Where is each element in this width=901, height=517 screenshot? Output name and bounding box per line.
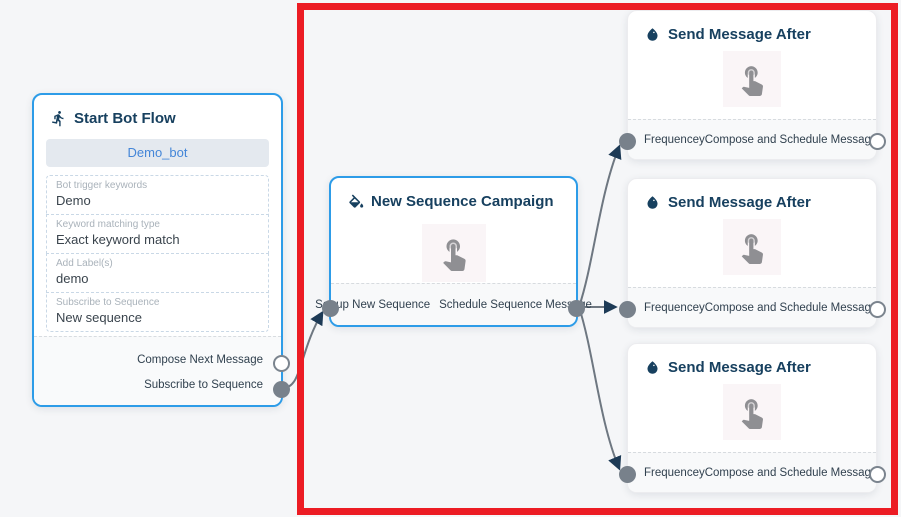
bot-name-button[interactable]: Demo_bot (46, 139, 269, 167)
port-frequency-input[interactable] (619, 133, 636, 150)
water-drop-icon (644, 194, 661, 211)
message-node-title-text: Send Message After (668, 194, 811, 211)
field-value: demo (56, 271, 89, 286)
output-label-compose-and-schedule: Compose and Schedule Message (704, 301, 878, 314)
start-node-field-list: Bot trigger keywords Demo Keyword matchi… (46, 175, 269, 332)
message-node-footer: Frequencey Compose and Schedule Message (628, 287, 878, 327)
output-label-schedule-sequence-message: Schedule Sequence Message (439, 298, 592, 311)
field-label: Add Label(s) (56, 258, 113, 269)
sequence-node-title: New Sequence Campaign (331, 178, 576, 210)
start-node-title: Start Bot Flow (34, 95, 281, 127)
edge-sequence-to-message-3 (578, 306, 622, 471)
node-send-message-after-2[interactable]: Send Message After Frequencey Compose an… (619, 178, 886, 328)
port-sequence-output[interactable] (568, 300, 585, 317)
field-label: Subscribe to Sequence (56, 297, 160, 308)
port-frequency-input[interactable] (619, 466, 636, 483)
tap-hand-icon[interactable] (723, 384, 781, 440)
sequence-node-footer: Set-up New Sequence Schedule Sequence Me… (315, 283, 592, 325)
field-keyword-matching-type[interactable]: Keyword matching type Exact keyword matc… (46, 214, 269, 254)
output-label-compose-next-message: Compose Next Message (137, 354, 263, 366)
field-bot-trigger-keywords[interactable]: Bot trigger keywords Demo (46, 175, 269, 215)
input-label-frequency: Frequencey (644, 133, 705, 146)
input-label-frequency: Frequencey (644, 301, 705, 314)
tap-hand-icon[interactable] (723, 51, 781, 107)
port-compose-schedule-output[interactable] (869, 133, 886, 150)
port-compose-next-message[interactable] (273, 355, 290, 372)
node-new-sequence-campaign[interactable]: New Sequence Campaign Set-up New Sequenc… (315, 176, 592, 327)
input-label-frequency: Frequencey (644, 466, 705, 479)
water-drop-icon (644, 359, 661, 376)
port-frequency-input[interactable] (619, 301, 636, 318)
water-drop-icon (644, 26, 661, 43)
message-node-title-text: Send Message After (668, 26, 811, 43)
field-value: New sequence (56, 310, 142, 325)
node-send-message-after-1[interactable]: Send Message After Frequencey Compose an… (619, 10, 886, 160)
walking-person-icon (50, 110, 67, 127)
field-value: Exact keyword match (56, 232, 180, 247)
message-node-title: Send Message After (628, 179, 876, 211)
message-node-footer: Frequencey Compose and Schedule Message (628, 452, 878, 492)
message-node-title-text: Send Message After (668, 359, 811, 376)
message-node-title: Send Message After (628, 344, 876, 376)
field-value: Demo (56, 193, 91, 208)
start-node-title-text: Start Bot Flow (74, 110, 176, 127)
node-send-message-after-3[interactable]: Send Message After Frequencey Compose an… (619, 343, 886, 493)
start-node-footer: Compose Next Message Subscribe to Sequen… (34, 336, 281, 405)
port-sequence-input[interactable] (322, 300, 339, 317)
output-label-compose-and-schedule: Compose and Schedule Message (704, 133, 878, 146)
port-compose-schedule-output[interactable] (869, 466, 886, 483)
field-subscribe-to-sequence[interactable]: Subscribe to Sequence New sequence (46, 292, 269, 332)
field-add-labels[interactable]: Add Label(s) demo (46, 253, 269, 293)
field-label: Keyword matching type (56, 219, 160, 230)
message-node-title: Send Message After (628, 11, 876, 43)
message-node-footer: Frequencey Compose and Schedule Message (628, 119, 878, 159)
output-label-subscribe-to-sequence: Subscribe to Sequence (144, 379, 263, 391)
tap-hand-icon[interactable] (723, 219, 781, 275)
port-subscribe-to-sequence[interactable] (273, 381, 290, 398)
output-label-compose-and-schedule: Compose and Schedule Message (704, 466, 878, 479)
tap-hand-icon[interactable] (421, 224, 486, 282)
node-start-bot-flow[interactable]: Start Bot Flow Demo_bot Bot trigger keyw… (32, 93, 290, 407)
field-label: Bot trigger keywords (56, 180, 148, 191)
edge-sequence-to-message-1 (578, 144, 622, 308)
output-label-setup-new-sequence: Set-up New Sequence (315, 298, 431, 311)
port-compose-schedule-output[interactable] (869, 301, 886, 318)
sequence-node-title-text: New Sequence Campaign (371, 193, 554, 210)
edge-start-to-sequence (282, 310, 324, 389)
paint-bucket-icon (347, 193, 364, 210)
